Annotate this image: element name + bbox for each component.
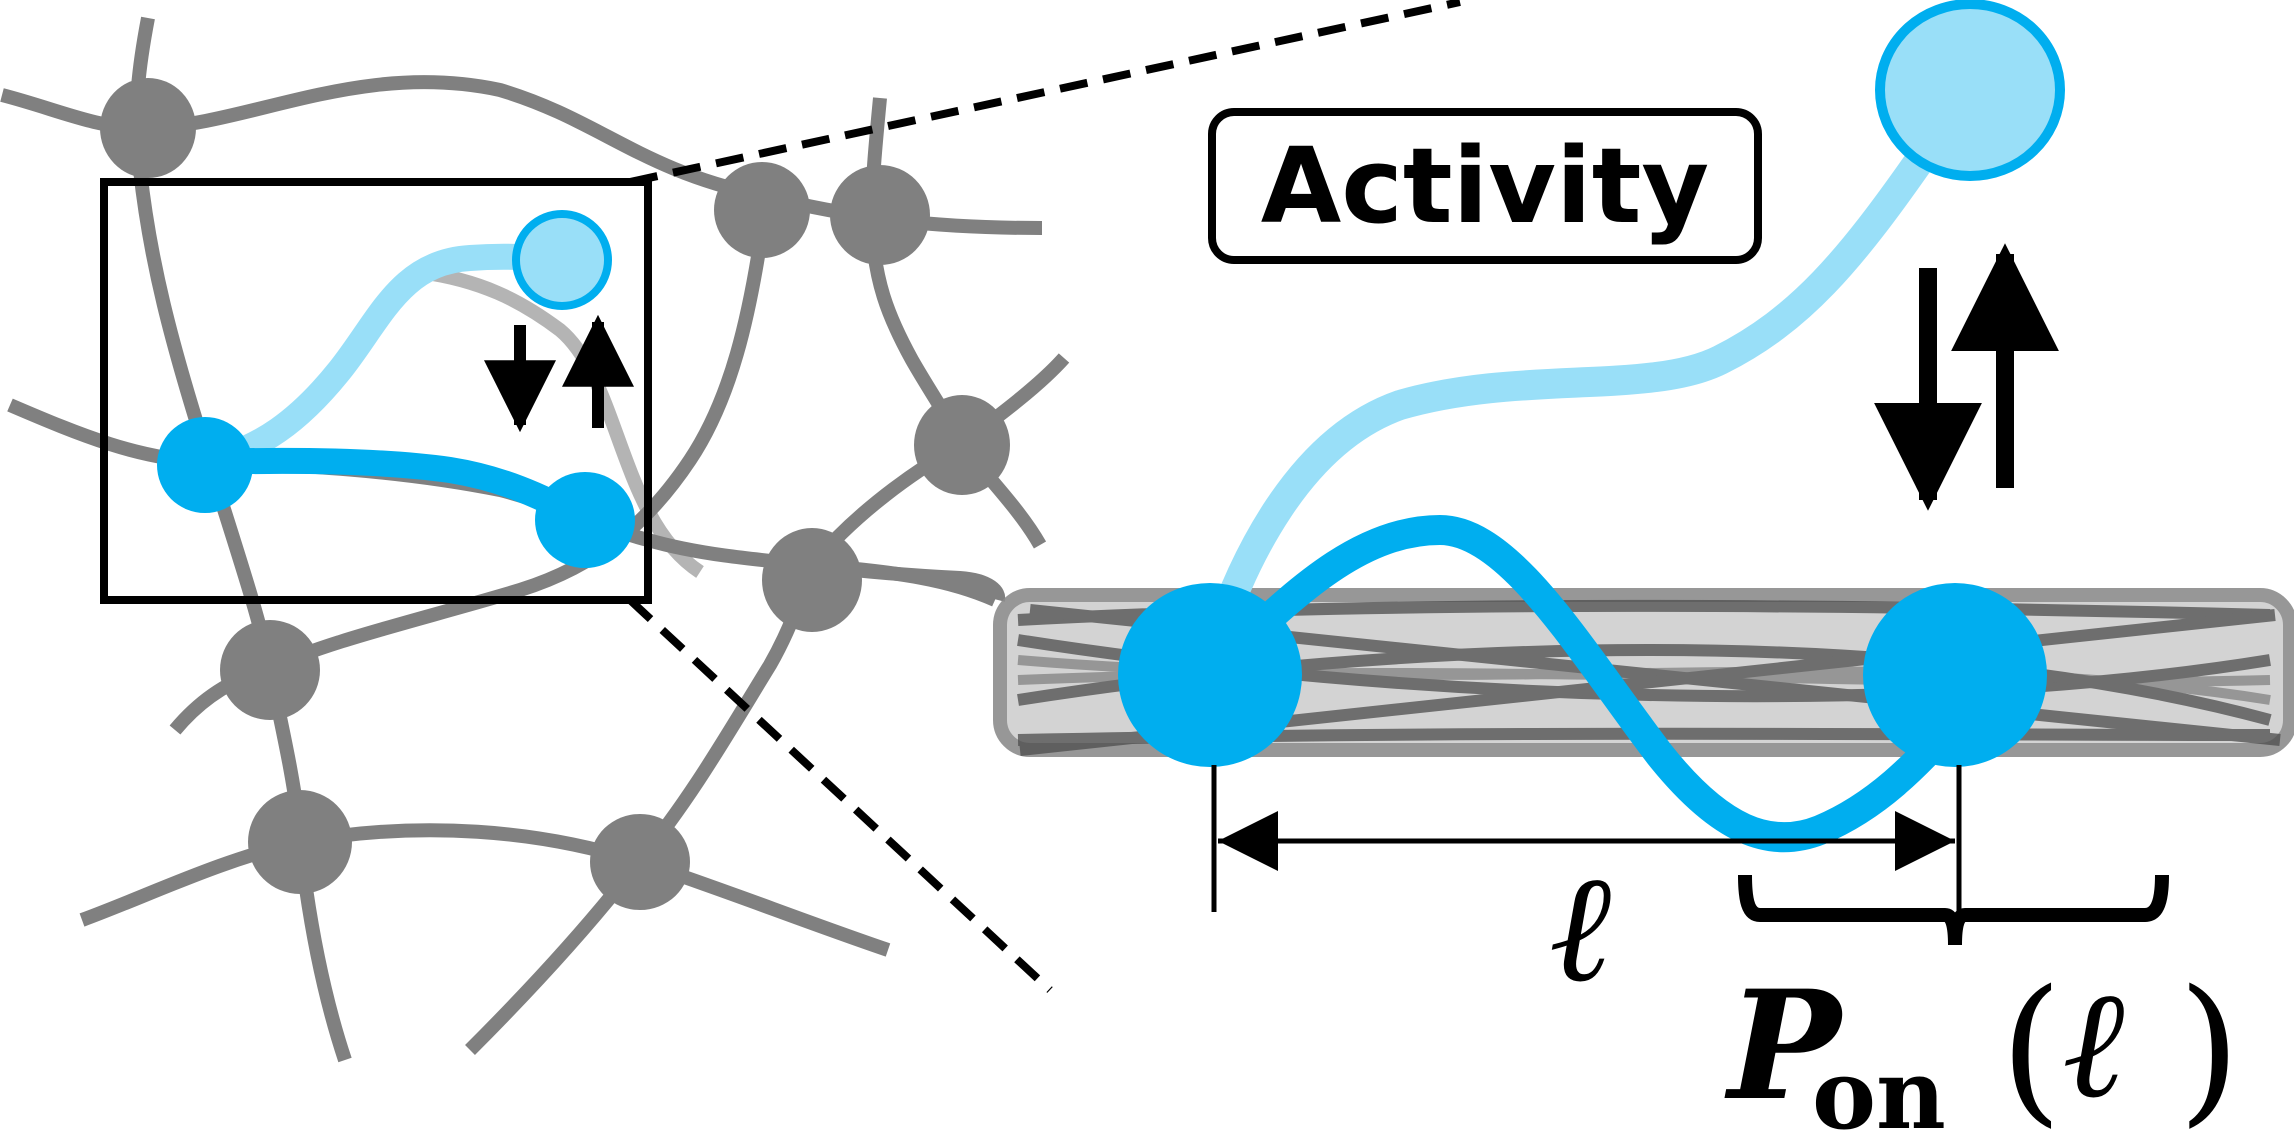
- network-fiber: [129, 16, 352, 1063]
- active-linker-strand: [204, 447, 592, 532]
- inactive-linker-strand: [202, 243, 564, 475]
- inactive-linker-head: [1875, 0, 2065, 181]
- active-linker-strand: [1200, 514, 1967, 853]
- network-node: [830, 165, 930, 265]
- linker-anchor-head: [157, 417, 253, 513]
- network-node: [590, 814, 690, 910]
- probability-argument: ℓ: [2062, 958, 2124, 1132]
- dimension-arrowhead-right: [1895, 811, 1955, 871]
- network-node: [220, 620, 320, 720]
- linker-head-right: [1863, 583, 2047, 767]
- probability-bracket: [1738, 874, 2169, 946]
- network-crosslinker: [157, 210, 635, 568]
- inactive-linker-strand: [1195, 151, 1933, 665]
- network-node: [714, 162, 810, 258]
- probability-label: P on ( ℓ ): [1724, 955, 2240, 1134]
- probability-close-paren: ): [2178, 955, 2240, 1134]
- network-fiber: [79, 823, 891, 957]
- zoom-guide-upper: [629, 0, 1461, 186]
- linker-head-left: [1118, 583, 1302, 767]
- zoom-box: [100, 178, 652, 604]
- active-linker-head: [535, 472, 635, 568]
- network-node: [762, 528, 862, 632]
- activity-text: Activity: [1261, 125, 1709, 247]
- length-symbol: ℓ: [1549, 842, 1611, 1016]
- network-node: [100, 78, 196, 178]
- dimension-arrowhead-left: [1218, 811, 1278, 871]
- probability-open-paren: (: [2000, 955, 2062, 1134]
- network-node: [914, 395, 1010, 495]
- network-node: [248, 790, 352, 894]
- activity-box: [1208, 108, 1762, 264]
- network-nodes: [100, 78, 1010, 910]
- inactive-linker-head: [512, 210, 612, 310]
- length-dimension: [1211, 765, 1962, 912]
- zoom-guide-lower: [627, 597, 1053, 993]
- probability-symbol: P: [1724, 958, 1845, 1134]
- probability-subscript: on: [1812, 1038, 1946, 1134]
- activity-label: Activity: [1208, 108, 1762, 264]
- zoomed-crosslinker: [1118, 0, 2065, 853]
